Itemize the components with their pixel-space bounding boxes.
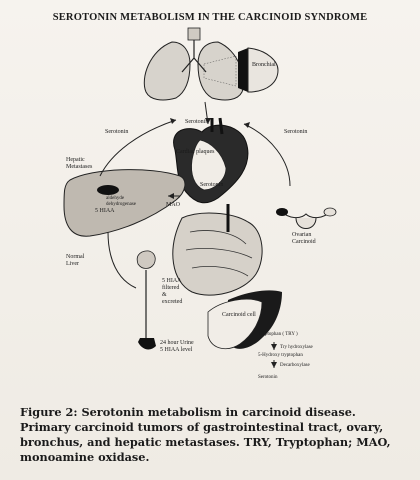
hydroxy-tryptophan-label: 5-Hydroxy tryptophan — [258, 353, 303, 358]
figure-title: SEROTONIN METABOLISM IN THE CARCINOID SY… — [52, 12, 368, 23]
figure-caption: Figure 2: Serotonin metabolism in carcin… — [20, 405, 410, 465]
bronchial-carcinoid-label: Bronchial — [252, 62, 276, 68]
ovarian-carcinoid-label: Ovarian Carcinoid — [292, 232, 316, 245]
serotonin-right-label: Serotonin — [284, 129, 307, 135]
aldehyde-dehydrogenase-label: aldehyde dehydrogenase — [106, 196, 137, 207]
serotonin-bottom-label: Serotonin — [258, 375, 278, 380]
serotonin-top-label: Serotonin — [185, 119, 208, 125]
carcinoid-cell — [207, 290, 282, 350]
heart-illustration — [173, 117, 249, 204]
serotonin-mid-label: Serotonin — [200, 182, 223, 188]
kidney-illustration — [136, 250, 156, 350]
caption-lead: Figure 2: — [20, 405, 78, 419]
try-hydroxylase-label: Try hydroxylase — [280, 345, 314, 350]
five-hiaa-left-label: 5 HIAA — [95, 208, 115, 214]
cardiac-plaques-label: Cardiac plaques — [176, 149, 215, 155]
five-hiaa-filtered-label: 5 HIAA filtered & excreted — [162, 278, 183, 305]
normal-liver-label: Normal Liver — [66, 254, 86, 267]
carcinoid-cell-label: Carcinoid cell — [222, 312, 256, 318]
ovary-illustration — [276, 207, 337, 229]
lungs-illustration — [143, 27, 245, 101]
urine-label: 24 hour Urine 5 HIAA level — [160, 340, 195, 353]
bronchial-carcinoid — [203, 47, 279, 93]
caption-text: Serotonin metabolism in carcinoid diseas… — [20, 405, 391, 464]
intestines-illustration — [172, 204, 263, 296]
figure-illustration: Bronchial — [63, 27, 337, 380]
liver-illustration — [63, 169, 186, 237]
mao-label: MAO — [166, 202, 181, 208]
tryptophan-label: Tryptophan ( TRY ) — [258, 332, 298, 337]
serotonin-left-label: Serotonin — [105, 129, 128, 135]
decarboxylase-label: Decarboxylase — [280, 363, 310, 368]
hepatic-metastases-label: Hepatic Metastases — [66, 157, 93, 170]
